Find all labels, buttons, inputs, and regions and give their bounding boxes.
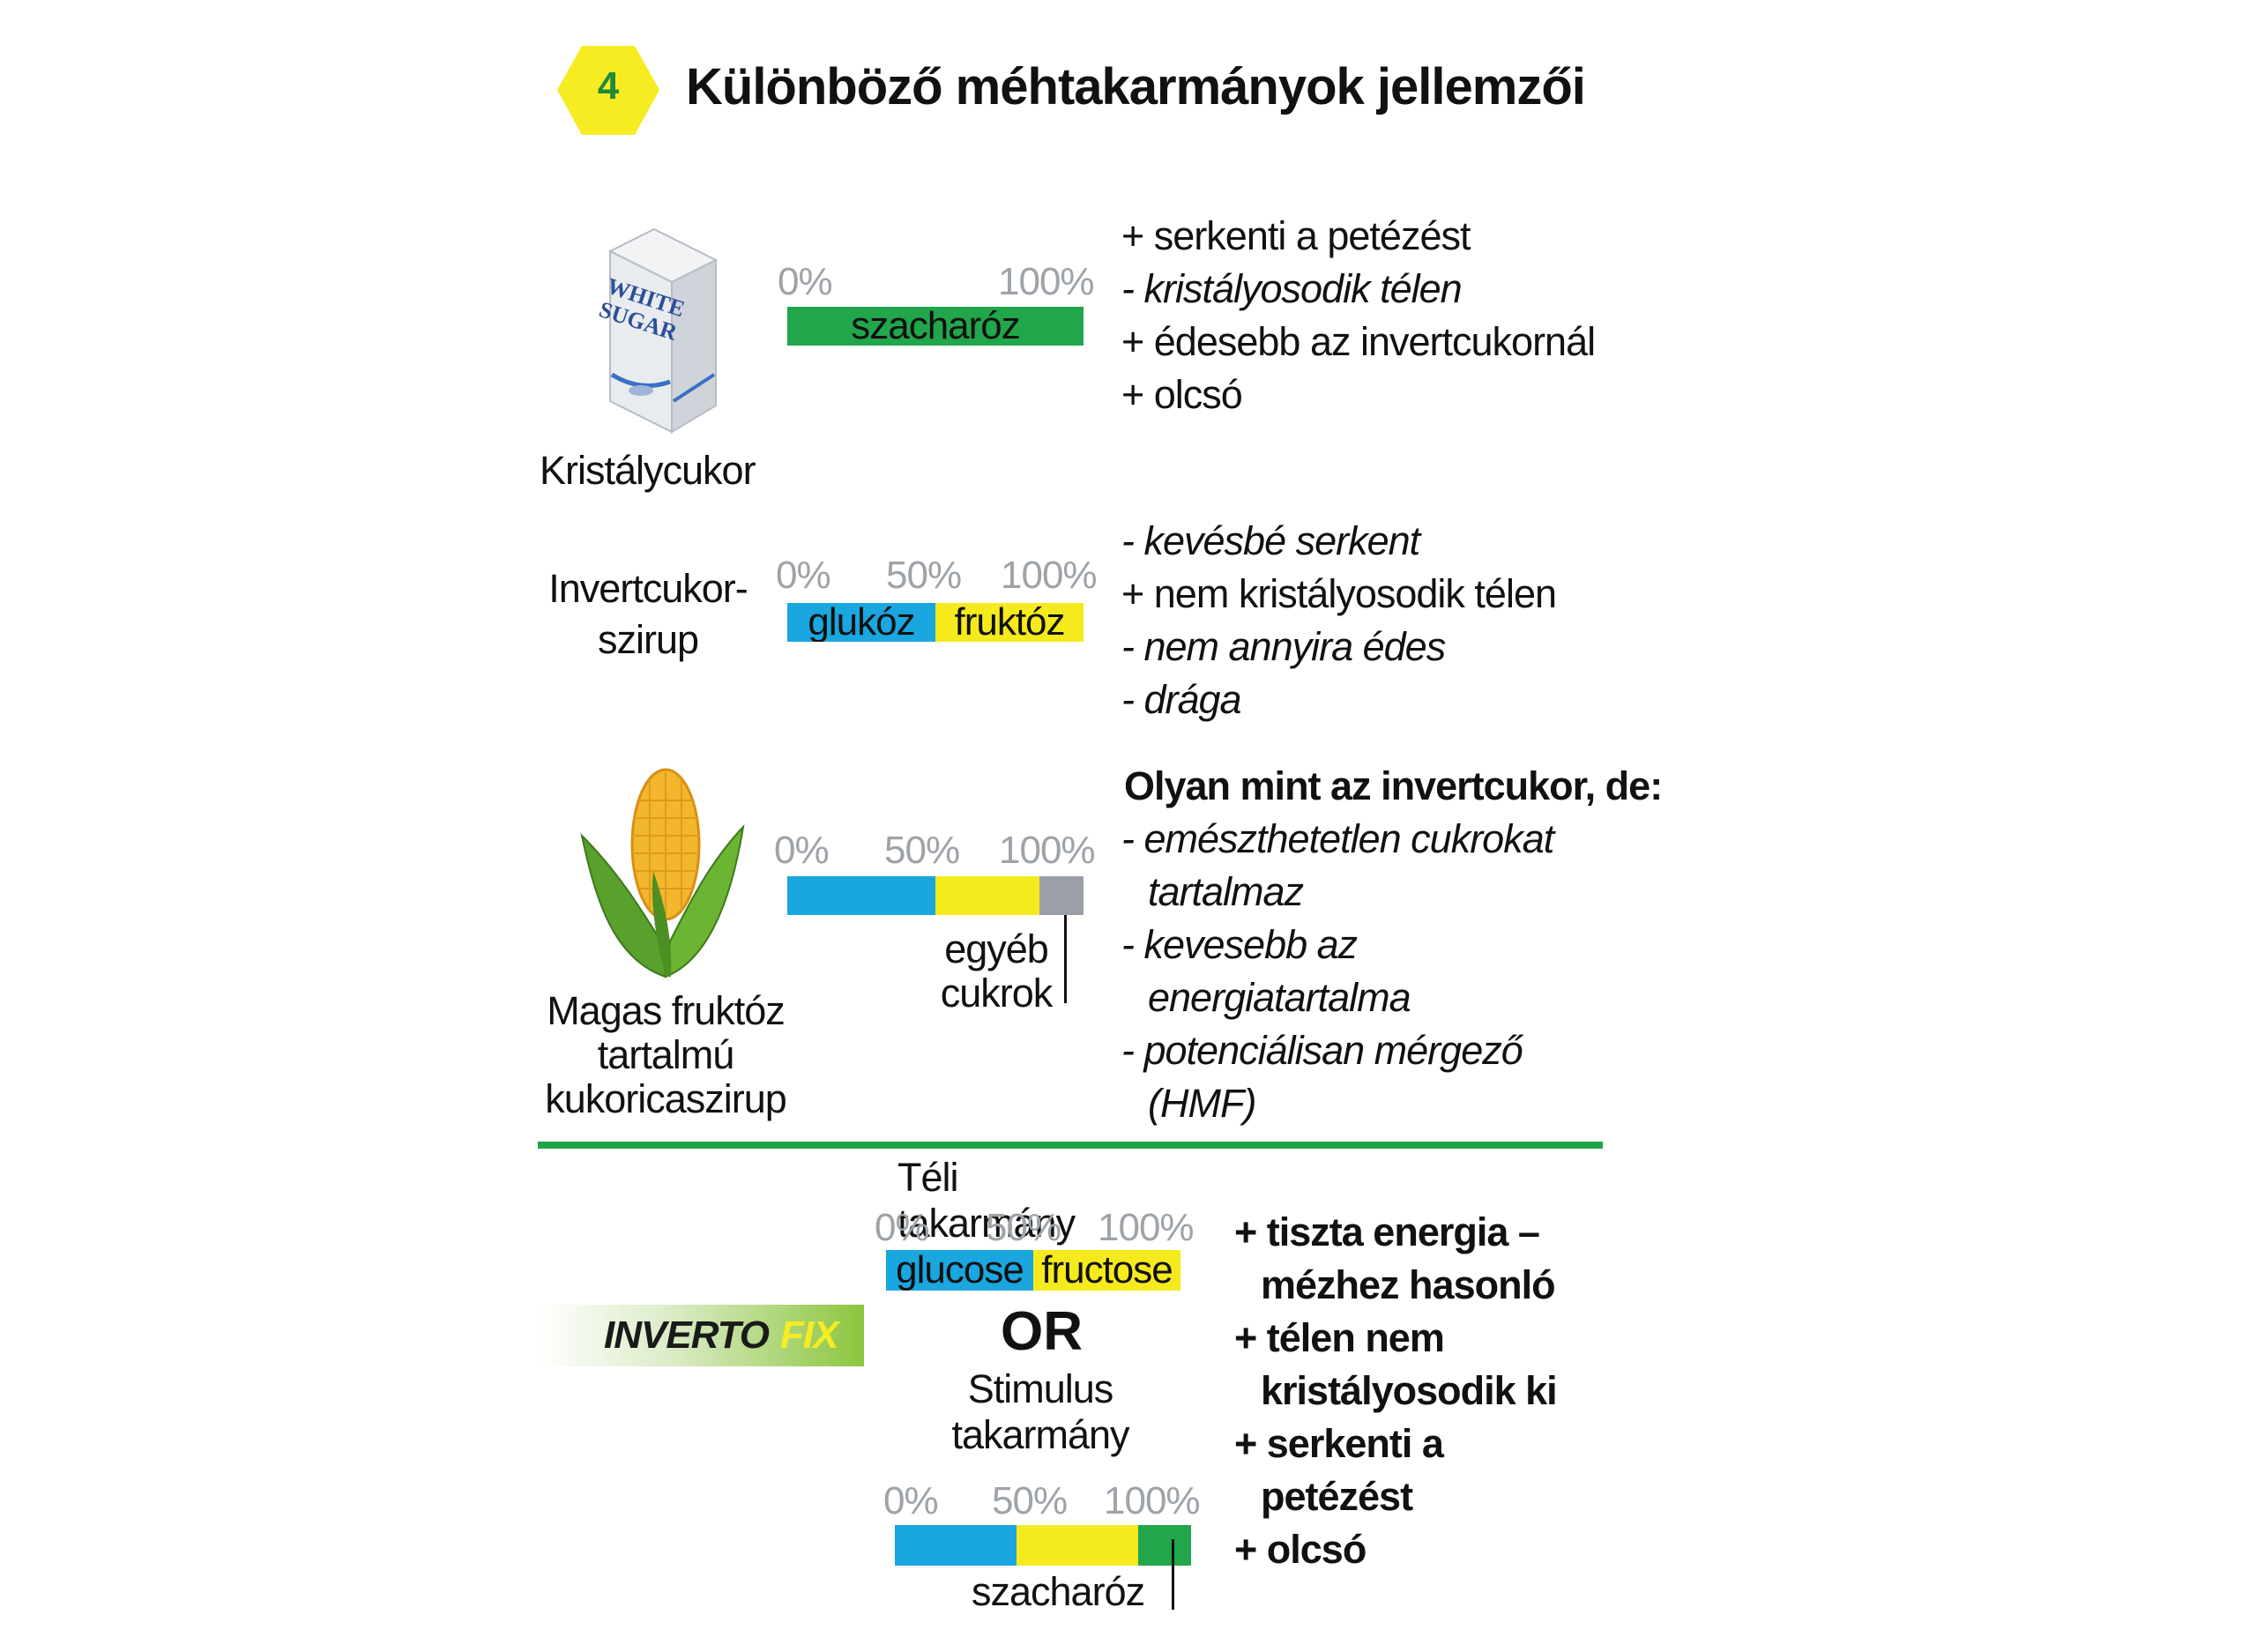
tick-label: 100% <box>998 260 1095 303</box>
bar-segment <box>1016 1525 1138 1566</box>
composition-bar <box>895 1525 1191 1566</box>
sugar-bag-icon <box>607 227 719 434</box>
item-name: Invertcukor- szirup <box>520 566 776 663</box>
tick-label: 100% <box>1098 1206 1195 1249</box>
or-label: OR <box>1001 1301 1083 1362</box>
tick-label: 0% <box>778 260 833 303</box>
product-logo: INVERTO FIX <box>538 1305 864 1366</box>
logo-text-primary: INVERTO <box>604 1313 770 1357</box>
callout-line-text: egyéb <box>944 926 1049 971</box>
item-name-line: Invertcukor- <box>548 566 748 611</box>
note-line: - kristályosodik télen <box>1121 266 1463 311</box>
bar-segment <box>787 876 935 915</box>
note-line: + serkenti a petézést <box>1121 213 1471 258</box>
note-line: - nem annyira édes <box>1121 624 1446 669</box>
stimulus-feed-title: Stimulus takarmány <box>908 1366 1173 1458</box>
section-number: 4 <box>597 64 620 108</box>
hexagon-icon <box>557 46 659 135</box>
item-name-line: tartalmú <box>597 1032 735 1077</box>
tick-label: 100% <box>999 829 1096 872</box>
composition-bar: szacharóz <box>787 307 1084 346</box>
tick-label: 100% <box>1104 1479 1201 1522</box>
logo-text-accent: FIX <box>780 1313 838 1357</box>
tick-label: 50% <box>884 829 960 872</box>
note-line: kristályosodik ki <box>1261 1368 1558 1413</box>
bar-segment-fruktóz: fruktóz <box>935 603 1084 642</box>
stimulus-title-line: Stimulus <box>967 1366 1114 1411</box>
note-line: - kevésbé serkent <box>1121 518 1420 563</box>
note-line: - kevesebb az <box>1121 922 1358 967</box>
callout-line <box>1064 915 1067 1003</box>
tick-label: 0% <box>875 1206 930 1249</box>
section-divider <box>538 1142 1603 1149</box>
note-line: + olcsó <box>1121 372 1243 417</box>
corn-icon <box>580 768 745 979</box>
notes-list: + serkenti a petézést - kristályosodik té… <box>1121 210 1596 421</box>
bar-segment <box>935 876 1039 915</box>
tick-label: 0% <box>774 829 830 872</box>
tick-label: 50% <box>992 1479 1068 1522</box>
item-name: Kristálycukor <box>540 448 756 493</box>
note-line: + tiszta energia – <box>1234 1209 1540 1254</box>
tick-label: 50% <box>986 1206 1061 1249</box>
winter-feed-title: Téli takarmány <box>897 1155 1076 1246</box>
tick-label: 100% <box>1001 554 1098 597</box>
item-name-line: kukoricaszirup <box>545 1076 787 1121</box>
tick-label: 0% <box>776 554 831 597</box>
note-line: + olcsó <box>1234 1527 1367 1572</box>
note-line: + serkenti a <box>1234 1421 1444 1466</box>
note-line: petézést <box>1261 1474 1413 1519</box>
note-line: tartalmaz <box>1148 869 1304 914</box>
note-line: + édesebb az invertcukornál <box>1121 319 1596 364</box>
note-line: mézhez hasonló <box>1261 1262 1556 1307</box>
notes-list: - emészthetetlen cukrokat tartalmaz - keve… <box>1121 813 1554 1130</box>
bar-segment-glukóz: glukóz <box>787 603 935 642</box>
bar-segment-fructose: fructose <box>1033 1250 1180 1291</box>
notes-list: + tiszta energia – mézhez hasonló + télen … <box>1234 1206 1558 1576</box>
stimulus-title-line: takarmány <box>951 1412 1129 1457</box>
header: 4 Különböző méhtakarmányok jellemzői <box>555 40 1613 145</box>
item-name-line: Magas fruktóz <box>547 988 786 1033</box>
notes-list: - kevésbé serkent + nem kristályosodik té… <box>1121 515 1557 726</box>
bar-segment-glucose: glucose <box>886 1250 1033 1291</box>
note-line: - potenciálisan mérgező <box>1121 1028 1523 1073</box>
bar-segment <box>895 1525 1017 1566</box>
note-line: + télen nem <box>1234 1315 1445 1360</box>
item-name-line: szirup <box>597 617 699 662</box>
page-title: Különböző méhtakarmányok jellemzői <box>686 58 1586 115</box>
note-line: - drága <box>1121 677 1242 722</box>
bar-segment <box>1137 1525 1191 1566</box>
notes-heading: Olyan mint az invertcukor, de: <box>1124 763 1663 808</box>
callout-label: szacharóz <box>972 1569 1145 1614</box>
bar-segment-szacharóz: szacharóz <box>787 307 1084 346</box>
bar-segment <box>1039 876 1084 915</box>
tick-label: 0% <box>883 1479 939 1522</box>
tick-label: 50% <box>886 554 962 597</box>
note-line: - emészthetetlen cukrokat <box>1121 816 1554 861</box>
note-line: + nem kristályosodik télen <box>1121 571 1557 616</box>
callout-line <box>1172 1539 1174 1610</box>
note-line: (HMF) <box>1148 1081 1256 1126</box>
composition-bar <box>787 876 1084 915</box>
item-name: Magas fruktóz tartalmú kukoricaszirup <box>525 989 807 1121</box>
callout-label: egyéb cukrok <box>926 927 1067 1016</box>
callout-line-text: cukrok <box>940 971 1054 1016</box>
note-line: energiatartalma <box>1148 975 1411 1020</box>
